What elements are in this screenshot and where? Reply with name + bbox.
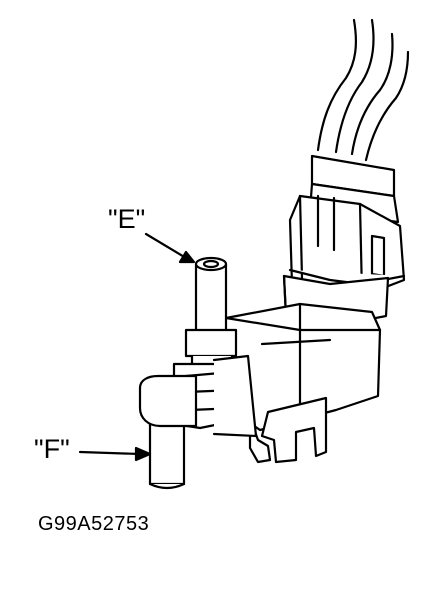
mounting-bracket <box>248 396 328 464</box>
port-e-label: "E" <box>108 204 146 234</box>
wire-harness <box>316 18 410 162</box>
port-f-elbow <box>138 374 198 428</box>
port-f-label: "F" <box>34 434 70 464</box>
leader-arrow-f <box>78 446 152 462</box>
electrical-connector <box>288 154 406 298</box>
figure-code-label: G99A52753 <box>38 513 150 535</box>
leader-arrow-e <box>144 232 196 264</box>
port-e-nipple <box>184 256 238 374</box>
